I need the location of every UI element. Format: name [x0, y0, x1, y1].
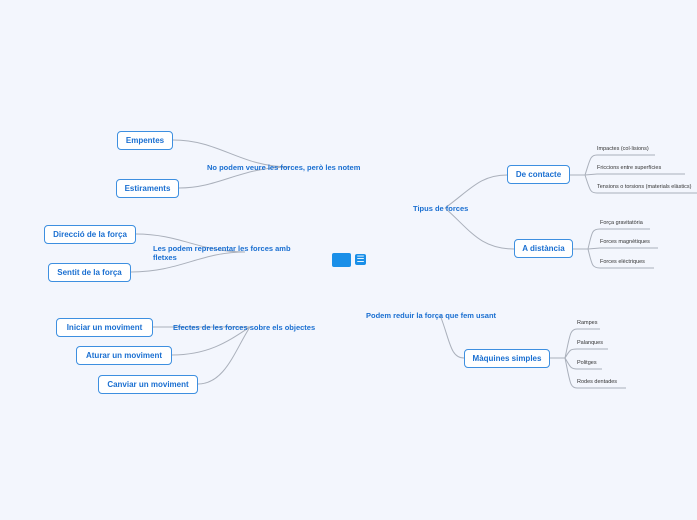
leaf[interactable]: Friccions entre superfícies: [597, 165, 662, 171]
leaf[interactable]: Palanques: [577, 340, 603, 346]
central-topic[interactable]: [332, 253, 351, 267]
list-icon[interactable]: ☰: [355, 254, 366, 265]
leaf[interactable]: Politges: [577, 360, 597, 366]
node-iniciar[interactable]: Iniciar un moviment: [56, 318, 153, 337]
leaf[interactable]: Tensions o torsions (materials elàstics): [597, 184, 692, 190]
leaf[interactable]: Forces elèctriques: [600, 259, 645, 265]
branch-label[interactable]: Les podem representar les forces amb fle…: [153, 244, 291, 262]
node-a-distancia[interactable]: A distància: [514, 239, 573, 258]
leaf[interactable]: Rodes dentades: [577, 379, 618, 385]
node-de-contacte[interactable]: De contacte: [507, 165, 570, 184]
leaf[interactable]: Força gravitatòria: [600, 220, 643, 226]
leaf[interactable]: Rampes: [577, 320, 598, 326]
node-sentit[interactable]: Sentit de la força: [48, 263, 131, 282]
branch-label[interactable]: No podem veure les forces, però les note…: [207, 163, 361, 172]
branch-label[interactable]: Podem reduir la força que fem usant: [366, 311, 497, 320]
node-maquines-simples[interactable]: Màquines simples: [464, 349, 550, 368]
branch-label[interactable]: Efectes de les forces sobre els objectes: [173, 323, 316, 332]
node-aturar[interactable]: Aturar un moviment: [76, 346, 172, 365]
node-empentes[interactable]: Empentes: [117, 131, 173, 150]
node-direccio[interactable]: Direcció de la força: [44, 225, 136, 244]
node-estiraments[interactable]: Estiraments: [116, 179, 179, 198]
node-canviar[interactable]: Canviar un moviment: [98, 375, 198, 394]
leaf[interactable]: Forces magnètiques: [600, 239, 650, 245]
leaf[interactable]: Impactes (col·lisions): [597, 146, 649, 152]
branch-label[interactable]: Tipus de forces: [413, 204, 469, 213]
